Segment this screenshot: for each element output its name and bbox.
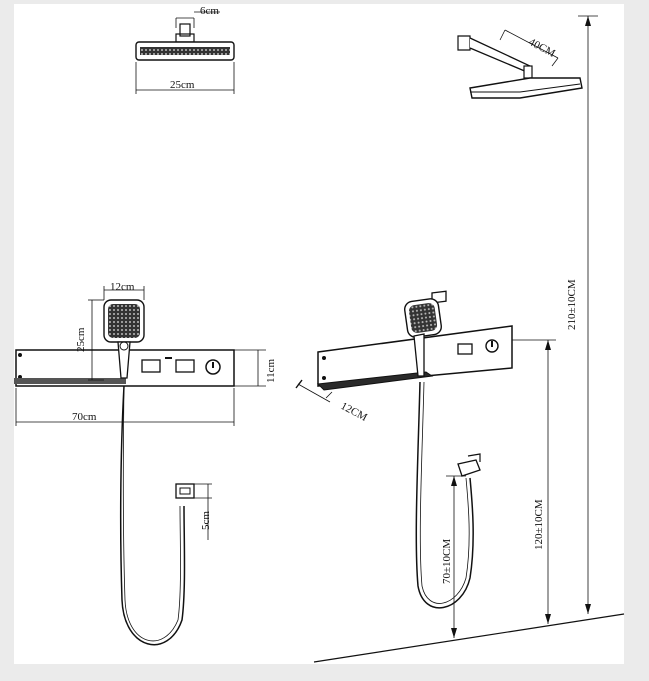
rain-head-perspective	[469, 77, 583, 99]
wall-outlet-front	[175, 483, 195, 499]
shower-hose-perspective	[415, 381, 474, 609]
control-panel-perspective	[317, 325, 513, 387]
overhead-head-front-view	[135, 11, 235, 94]
label-handset-height: 25cm	[75, 327, 87, 352]
arm-joint	[523, 65, 533, 79]
label-head-width: 25cm	[170, 79, 195, 91]
diverter-button-2	[175, 359, 195, 373]
label-panel-width: 70cm	[72, 411, 97, 423]
height-dimension-120	[512, 339, 556, 624]
shelf-perspective	[316, 371, 434, 391]
label-outlet-height: 5cm	[200, 511, 212, 530]
handset-handle-persp	[413, 333, 425, 377]
diverter-button-1	[141, 359, 161, 373]
label-panel-top-from-floor: 120±10CM	[533, 499, 545, 550]
height-dimension-210	[578, 15, 598, 614]
diverter-button-persp-1	[431, 290, 447, 304]
front-view-panel	[14, 286, 266, 646]
perspective-panel	[295, 290, 513, 609]
label-outlet-height-from-floor: 70±10CM	[441, 539, 453, 584]
floor-line	[313, 613, 625, 663]
label-panel-height: 11cm	[265, 359, 277, 383]
shelf-front	[14, 378, 126, 384]
wall-flange	[457, 35, 471, 51]
overhead-arm-perspective	[457, 29, 583, 99]
shower-arm	[469, 37, 531, 73]
shower-hose-front	[119, 385, 186, 646]
head-connector	[179, 23, 191, 37]
label-head-connector-width: 6cm	[200, 5, 219, 17]
thermostat-knob-persp	[485, 339, 499, 353]
label-handset-width: 12cm	[110, 281, 135, 293]
head-connector-base	[175, 33, 195, 43]
wall-outlet-persp	[457, 459, 481, 477]
thermostat-knob	[205, 359, 221, 375]
height-dimension-70	[446, 475, 466, 638]
handset-nozzles	[108, 304, 140, 338]
label-arm-length: 40CM	[527, 36, 558, 60]
rain-head-nozzles	[140, 47, 230, 55]
label-head-height-from-floor: 210±10CM	[566, 279, 578, 330]
diverter-button-persp-2	[457, 343, 473, 355]
label-shelf-depth: 12CM	[339, 400, 370, 424]
